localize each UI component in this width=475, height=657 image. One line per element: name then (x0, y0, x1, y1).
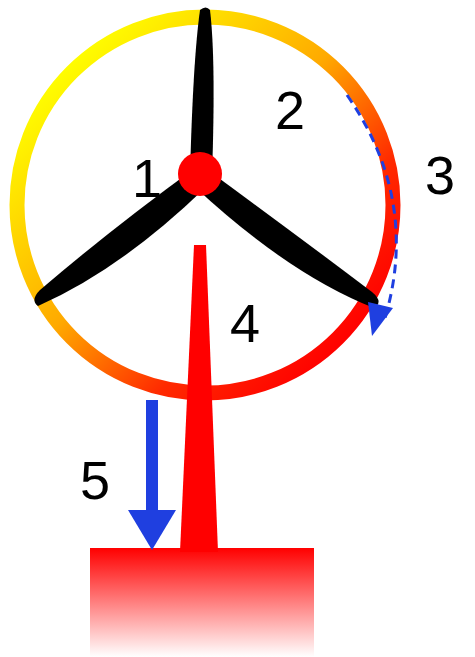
arrowhead (368, 302, 393, 336)
ground-base (90, 548, 314, 657)
blade (196, 168, 379, 308)
blade (34, 168, 205, 306)
callout-number: 5 (80, 453, 110, 507)
callout-number: 2 (275, 83, 305, 137)
callout-number: 1 (132, 151, 162, 205)
hub (178, 152, 222, 196)
rotation-arrow (347, 95, 396, 318)
blade (190, 8, 214, 176)
callout-number: 4 (230, 296, 260, 350)
callout-number: 3 (425, 148, 455, 202)
arrowhead (128, 510, 176, 550)
force-arrow (146, 400, 158, 520)
tower (180, 245, 218, 552)
